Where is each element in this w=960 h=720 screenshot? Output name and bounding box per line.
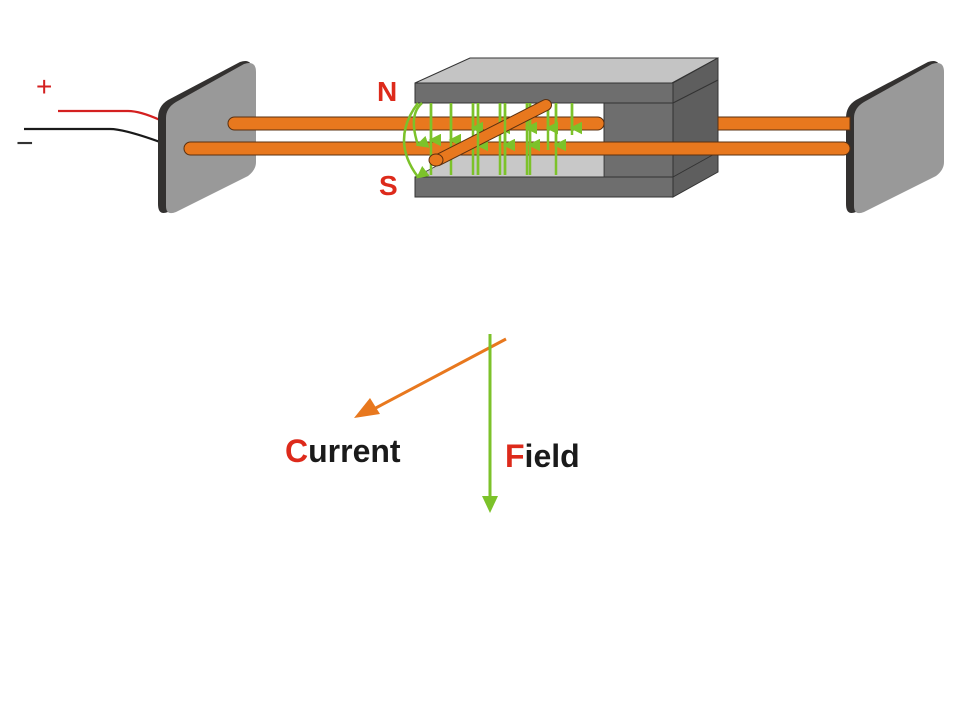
- field-vector-arrow: [482, 334, 498, 513]
- current-label-initial: C: [285, 433, 308, 469]
- current-label: Current: [285, 433, 401, 469]
- right-electrode-plate: [846, 61, 944, 214]
- current-vector-arrow: [354, 337, 507, 418]
- north-pole-label: N: [377, 76, 397, 107]
- positive-terminal-label: +: [36, 71, 52, 102]
- left-electrode-plate: [158, 61, 256, 214]
- upper-rail: [227, 116, 851, 131]
- horseshoe-magnet: [414, 57, 719, 198]
- lower-rail: [183, 141, 851, 156]
- field-label-rest: ield: [525, 438, 580, 474]
- negative-wire: [24, 127, 161, 144]
- field-label: Field: [505, 438, 580, 474]
- sliding-rod: [428, 99, 552, 167]
- negative-terminal-label: −: [16, 127, 34, 160]
- positive-wire: [58, 109, 161, 122]
- front-field-lines: [476, 118, 507, 175]
- south-pole-label: S: [379, 170, 398, 201]
- current-label-rest: urrent: [308, 433, 401, 469]
- field-label-initial: F: [505, 438, 525, 474]
